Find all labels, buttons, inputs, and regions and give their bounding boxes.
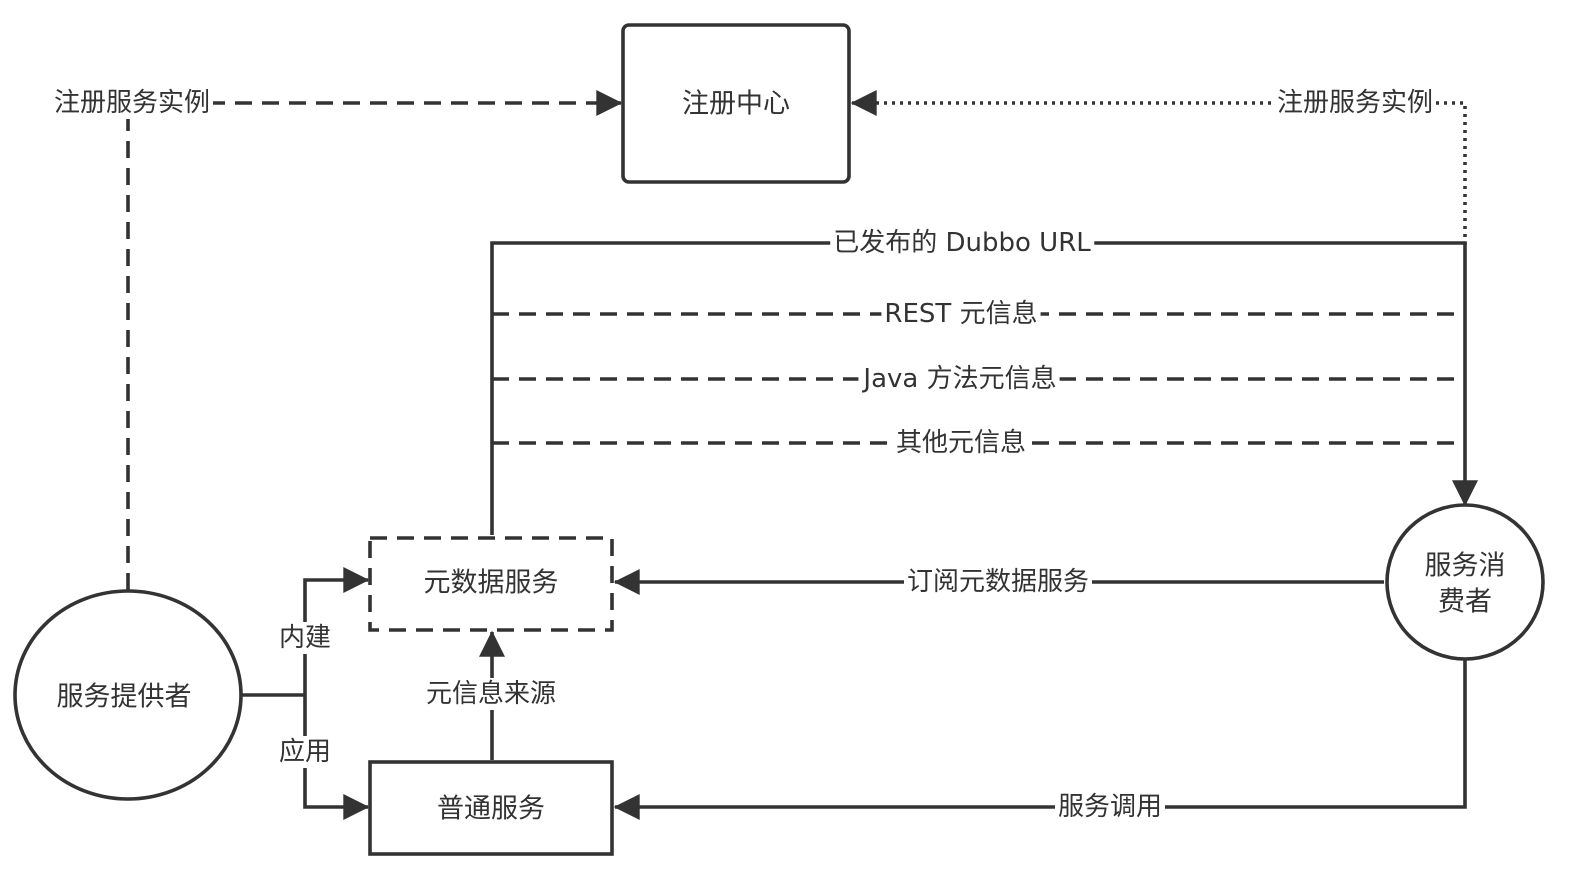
metadata-source-label: 元信息来源 (426, 679, 556, 709)
consumer-register-label: 注册服务实例 (1277, 88, 1433, 118)
edge-service-invocation (613, 660, 1467, 820)
published-dubbo-url-label: 已发布的 Dubbo URL (833, 228, 1091, 258)
label-background (422, 678, 560, 710)
label-background (881, 298, 1041, 330)
provider-node[interactable]: 服务提供者 (13, 589, 243, 801)
label-background (275, 622, 335, 654)
provider-label: 服务提供者 (57, 682, 192, 713)
label-background (892, 427, 1030, 459)
edge-labels: 注册服务实例 注册服务实例 已发布的 Dubbo URL REST 元信息 Ja… (50, 87, 1437, 823)
label-background (50, 87, 214, 119)
provider-register-label: 注册服务实例 (54, 88, 210, 118)
subscribe-metadata-label: 订阅元数据服务 (907, 567, 1089, 597)
edge-provider-branches (240, 567, 370, 820)
java-method-metadata-label: Java 方法元信息 (861, 364, 1056, 394)
label-background (275, 736, 335, 768)
label-background (1054, 791, 1166, 823)
label-background (903, 566, 1093, 598)
registry-label: 注册中心 (682, 89, 790, 120)
service-invocation-label: 服务调用 (1058, 792, 1162, 822)
normal-service-label: 普通服务 (437, 794, 545, 825)
label-background (858, 363, 1060, 395)
application-label: 应用 (279, 737, 331, 767)
rest-metadata-label: REST 元信息 (884, 299, 1037, 329)
label-background (830, 227, 1095, 259)
metadata-service-label: 元数据服务 (424, 568, 559, 599)
consumer-label-line2: 费者 (1438, 587, 1492, 618)
builtin-label: 内建 (279, 623, 331, 653)
normal-service-node[interactable]: 普通服务 (368, 760, 614, 856)
edge-consumer-register (850, 90, 1467, 245)
label-background (1273, 87, 1437, 119)
registry-node[interactable]: 注册中心 (621, 23, 851, 184)
metadata-service-node[interactable]: 元数据服务 (368, 536, 614, 632)
consumer-label-line1: 服务消 (1425, 551, 1506, 582)
other-metadata-label: 其他元信息 (896, 428, 1026, 458)
edge-provider-register (126, 90, 623, 590)
consumer-node[interactable]: 服务消 费者 (1385, 503, 1545, 661)
